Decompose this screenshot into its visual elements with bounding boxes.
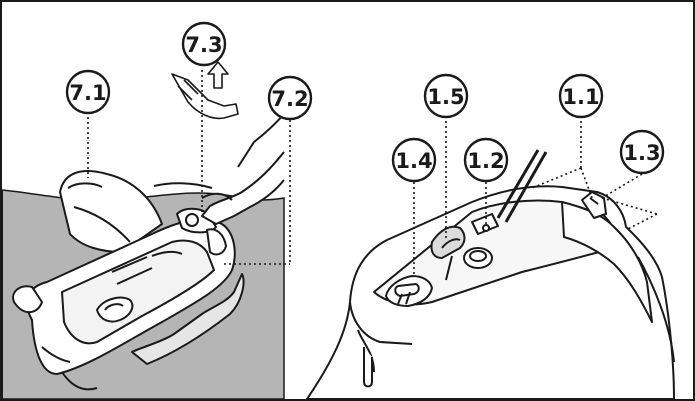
callout-1-4: 1.4 [391,137,437,183]
callout-7-3-label: 7.3 [185,33,222,57]
callout-1-2-label: 1.2 [467,149,504,173]
callout-7-2-label: 7.2 [271,87,308,111]
callout-1-5: 1.5 [423,73,469,119]
callout-7-3: 7.3 [181,21,227,67]
robot-cleaner-right [306,149,675,399]
callout-1-1-label: 1.1 [562,85,599,109]
left-panel [2,61,291,399]
right-panel [306,116,675,399]
callout-1-4-label: 1.4 [395,149,432,173]
callout-1-1: 1.1 [558,73,604,119]
callout-1-3-label: 1.3 [623,141,660,165]
leader-1-3-a [601,173,643,199]
callout-1-3: 1.3 [619,129,665,175]
leader-1-1-right [580,167,593,199]
callout-1-2: 1.2 [463,137,509,183]
callout-7-1: 7.1 [65,69,111,115]
hand-lifting-upward-arrow-icon [171,61,239,120]
callout-7-1-label: 7.1 [69,81,106,105]
leader-1-1-left [531,167,582,189]
callout-1-5-label: 1.5 [427,85,464,109]
leader-1-3-c [625,213,658,231]
callout-7-2: 7.2 [267,75,313,121]
robot-cleaner-left [12,170,245,391]
